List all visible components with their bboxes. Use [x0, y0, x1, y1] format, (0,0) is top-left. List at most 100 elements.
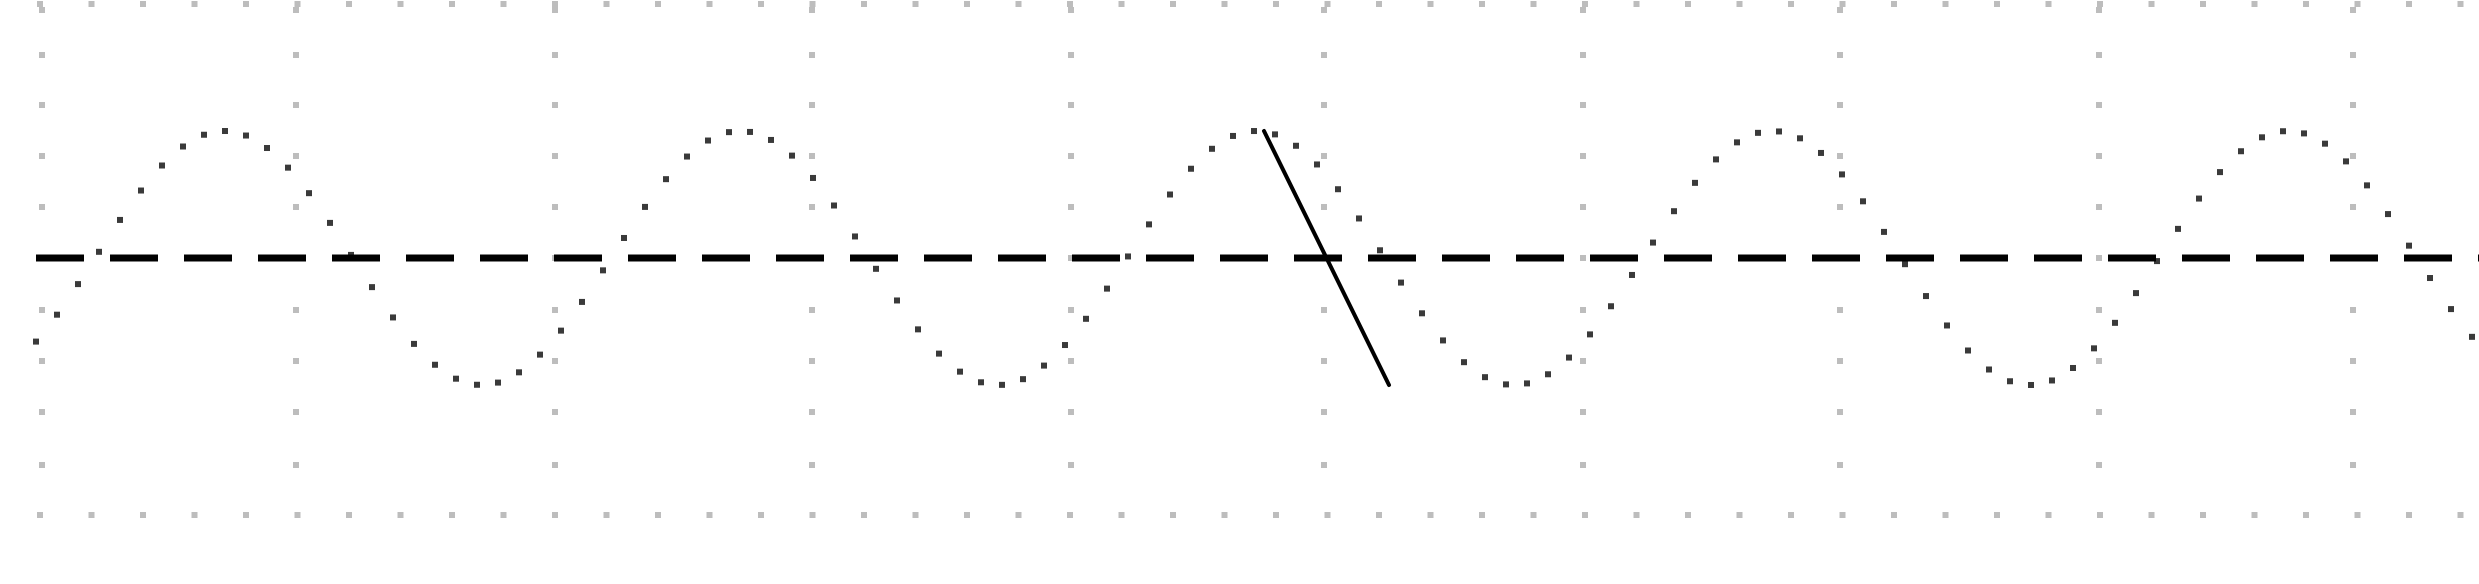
grid-dot [1068, 462, 1074, 468]
wave-point [1797, 135, 1803, 142]
wave-point [159, 162, 165, 169]
grid-dot [88, 512, 95, 518]
grid-dot [1837, 409, 1843, 415]
grid-dot [1068, 7, 1074, 13]
wave-point [1944, 322, 1950, 329]
grid-dot [294, 512, 301, 518]
grid-dot [1530, 512, 1537, 518]
wave-point [285, 164, 291, 171]
grid-dot [88, 1, 95, 7]
grid-dot [1068, 409, 1074, 415]
grid-dot [39, 462, 45, 468]
grid-dot [1376, 512, 1382, 518]
grid-dot [2354, 1, 2361, 7]
grid-dot [293, 307, 299, 313]
wave-point [1818, 149, 1824, 156]
grid-dot [2097, 512, 2103, 518]
wave-point [411, 340, 417, 347]
grid-dot [809, 204, 815, 210]
grid-dot [2097, 1, 2103, 7]
grid-dot [1580, 102, 1586, 108]
grid-dot [1068, 153, 1074, 159]
grid-dot [39, 358, 45, 364]
wave-point [369, 284, 375, 291]
grid-dot [1837, 358, 1843, 364]
grid-dot [2406, 1, 2412, 7]
wave-point [1965, 347, 1971, 354]
grid-dot [1321, 358, 1327, 364]
grid-dot [2457, 1, 2464, 7]
grid-dot [2096, 255, 2102, 261]
grid-dot [2148, 512, 2155, 518]
wave-point [2070, 364, 2076, 371]
grid-dot [1942, 1, 1949, 7]
grid-dot [1068, 255, 1074, 261]
grid-dot [1839, 1, 1846, 7]
wave-point [1104, 285, 1110, 292]
grid-dot [39, 409, 45, 415]
grid-dot [861, 1, 867, 7]
grid-dot [1837, 153, 1843, 159]
grid-dot [1324, 1, 1331, 7]
grid-dot [243, 512, 249, 518]
wave-point [1293, 142, 1299, 149]
grid-dot [1479, 512, 1485, 518]
wave-point [1020, 376, 1026, 383]
grid-dot [1067, 512, 1073, 518]
grid-dot [2148, 1, 2155, 7]
grid-dot [2096, 462, 2102, 468]
grid-dot [1580, 307, 1586, 313]
grid-dot [809, 512, 816, 518]
wave-point [2028, 381, 2034, 388]
wave-point [1608, 303, 1614, 310]
wave-point [957, 368, 963, 375]
grid-dot [2200, 1, 2206, 7]
grid-dot [1837, 204, 1843, 210]
wave-point [1860, 198, 1866, 205]
grid-dot [1221, 512, 1228, 518]
grid-dot [1068, 102, 1074, 108]
grid-dot [1068, 358, 1074, 364]
grid-dot [809, 307, 815, 313]
wave-point [2133, 290, 2139, 297]
grid-dot [655, 512, 661, 518]
grid-dot [1582, 512, 1588, 518]
grid-dot [2350, 52, 2356, 58]
grid-dot [140, 512, 146, 518]
grid-dot [293, 52, 299, 58]
grid-dot [552, 409, 558, 415]
wave-point [1146, 221, 1152, 228]
grid-dot [552, 7, 558, 13]
wave-point [1671, 208, 1677, 215]
grid-dot [1942, 512, 1949, 518]
grid-dot [706, 512, 713, 518]
grid-dot [293, 358, 299, 364]
grid-dot [912, 512, 919, 518]
wave-point [2385, 211, 2391, 218]
grid-dot [1321, 102, 1327, 108]
grid-dot [1068, 307, 1074, 313]
wave-point [1629, 271, 1635, 278]
wave-point [999, 381, 1005, 388]
grid-dot [552, 102, 558, 108]
grid-dot [1685, 512, 1691, 518]
grid-dot [2406, 512, 2412, 518]
grid-dot [191, 512, 198, 518]
grid-dot [1221, 1, 1228, 7]
grid-dot [294, 1, 301, 7]
wave-point [1650, 239, 1656, 246]
grid-dot [1376, 1, 1382, 7]
wave-point [1482, 374, 1488, 381]
grid-dot [1633, 512, 1640, 518]
grid-dot [1582, 1, 1588, 7]
wave-point [1881, 228, 1887, 235]
grid-dot [1837, 102, 1843, 108]
grid-dot [603, 512, 610, 518]
grid-dot [2350, 409, 2356, 415]
grid-dot [1068, 52, 1074, 58]
grid-dot [1427, 512, 1434, 518]
wave-point [726, 129, 732, 136]
wave-point [2469, 333, 2475, 340]
grid-dot [1837, 462, 1843, 468]
wave-point [1902, 261, 1908, 268]
